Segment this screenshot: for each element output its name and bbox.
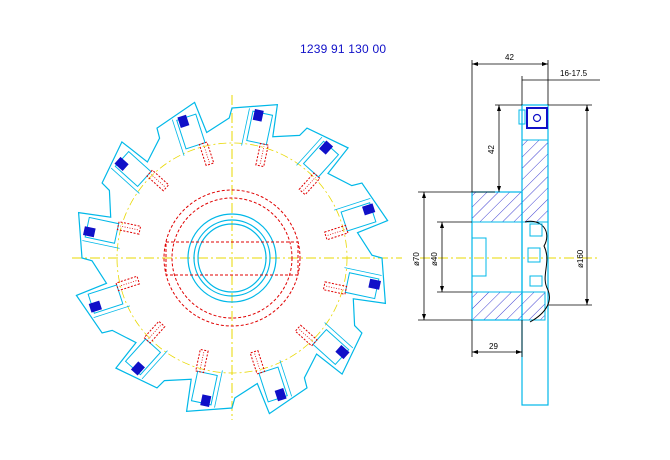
clamp-screw xyxy=(322,281,348,295)
hatch-hub-top xyxy=(471,191,523,223)
pocket-edge xyxy=(334,197,371,211)
tooth xyxy=(171,113,215,167)
hatch-hub-bottom xyxy=(471,291,523,321)
side-insert-screw xyxy=(532,113,542,123)
part-number-title: 1239 91 130 00 xyxy=(300,42,387,56)
clamp-screw xyxy=(146,169,170,192)
cutter-teeth xyxy=(75,101,389,415)
clamp-screw-thread xyxy=(150,174,165,187)
clamp-screw-thread xyxy=(203,145,210,163)
tooth xyxy=(190,348,223,408)
pocket-edge xyxy=(171,119,185,156)
cutting-insert xyxy=(368,278,381,290)
clamp-screw xyxy=(115,275,141,292)
cutting-insert xyxy=(177,114,190,128)
bore-circle-outer xyxy=(193,219,271,297)
break-outline xyxy=(524,220,550,323)
clamp-detail-2 xyxy=(527,247,541,263)
clamp-screw xyxy=(249,349,266,375)
dimension-arrows xyxy=(422,62,589,354)
pocket-edge xyxy=(241,108,250,146)
pocket-edge xyxy=(279,360,293,397)
dim-hub-diameter: ø70 xyxy=(412,252,421,266)
pocket-edge xyxy=(110,167,140,194)
dim-width-range: 16-17.5 xyxy=(560,69,588,78)
clamp-screw-thread xyxy=(303,176,316,191)
clamp-screw xyxy=(195,348,209,374)
tooth xyxy=(323,197,377,241)
bore-circle-inner xyxy=(197,223,267,293)
clamp-screw-thread xyxy=(326,285,344,291)
hatch-disc-bottom xyxy=(521,291,546,321)
cutting-insert xyxy=(319,140,334,155)
clamp-screw-thread xyxy=(254,353,261,371)
dim-bore-diameter: ø40 xyxy=(430,252,439,266)
dimension-lines xyxy=(418,60,600,357)
pocket-edge xyxy=(344,267,382,276)
pocket-edge xyxy=(82,240,120,249)
clamp-screw-thread xyxy=(119,280,137,287)
dim-hub-length: 29 xyxy=(489,342,498,351)
bore-step xyxy=(471,237,487,277)
tooth xyxy=(82,216,142,249)
clamp-screw xyxy=(198,141,215,167)
clamp-screw xyxy=(298,172,321,196)
tooth xyxy=(322,267,382,300)
cutting-insert xyxy=(130,361,145,376)
cutting-insert xyxy=(88,300,102,313)
pocket-edge xyxy=(141,350,168,380)
clamp-screw-thread xyxy=(259,146,265,164)
cutting-insert xyxy=(200,394,212,407)
cutting-insert xyxy=(274,388,287,402)
hub-hidden-circle-inner xyxy=(171,197,293,319)
side-view: 42 16-17.5 42 ø70 ø40 ø160 29 xyxy=(412,53,600,406)
clamp-screw xyxy=(116,221,142,235)
pocket-edge xyxy=(296,136,323,166)
tooth xyxy=(241,108,274,168)
clamp-detail-3 xyxy=(529,275,543,287)
clamp-screw-thread xyxy=(327,229,345,236)
clamp-screw-thread xyxy=(199,352,205,370)
side-insert xyxy=(526,107,548,129)
hatch-disc-top xyxy=(521,139,549,223)
cutting-insert xyxy=(335,345,350,360)
cutting-insert xyxy=(114,156,129,171)
clamp-screw-thread xyxy=(299,329,314,342)
tooth xyxy=(296,136,340,196)
pocket-edge xyxy=(324,322,354,349)
clamp-screw-thread xyxy=(148,325,161,340)
cutting-insert xyxy=(252,109,264,122)
hub-circle xyxy=(187,213,277,303)
tooth xyxy=(124,320,168,380)
clamp-screw xyxy=(143,320,166,344)
clamp-screw-thread xyxy=(120,225,138,231)
tooth xyxy=(294,322,354,366)
cutting-insert xyxy=(83,226,96,238)
cutting-insert xyxy=(362,203,376,216)
clamp-detail xyxy=(529,223,543,237)
pocket-edge xyxy=(214,370,223,408)
tooth xyxy=(110,150,170,194)
side-insert-seat xyxy=(518,109,526,125)
dim-width-total: 42 xyxy=(505,53,514,62)
pitch-circle xyxy=(116,142,348,374)
tooth xyxy=(87,275,141,319)
hub-hidden-circle-outer xyxy=(163,189,301,327)
front-view xyxy=(72,95,402,420)
cutter-body-outline xyxy=(75,101,389,415)
dim-radial-depth: 42 xyxy=(487,145,496,154)
pocket-edge xyxy=(93,305,130,319)
clamp-screw xyxy=(294,324,318,347)
clamp-screw xyxy=(255,142,269,168)
clamp-screw xyxy=(323,224,349,241)
keyway-hidden xyxy=(165,241,299,276)
tooth xyxy=(249,349,293,403)
dim-outer-diameter: ø160 xyxy=(576,249,585,268)
